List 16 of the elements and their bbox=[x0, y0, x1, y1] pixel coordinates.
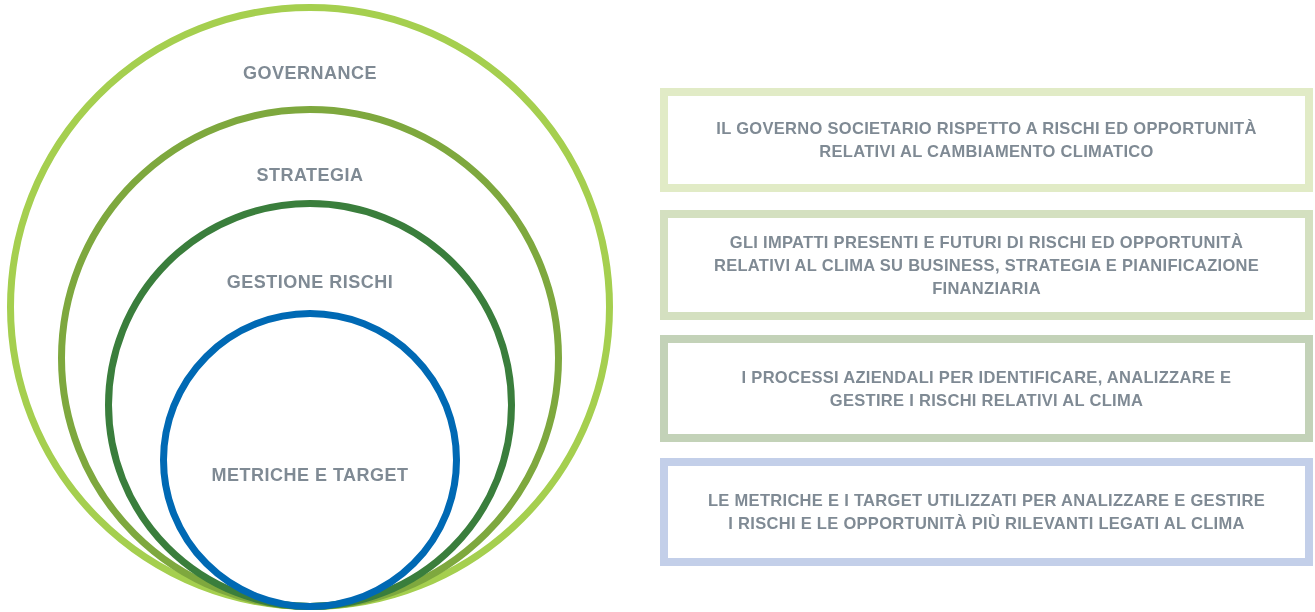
description-text: I PROCESSI AZIENDALI PER IDENTIFICARE, ANALIZZARE E GESTIRE I RISCHI RELATIVI AL CLIMA bbox=[740, 366, 1233, 411]
description-text: IL GOVERNO SOCIETARIO RISPETTO A RISCHI ED OPPORTUNITÀ RELATIVI AL CAMBIAMENTO CLIMATICO bbox=[715, 118, 1258, 162]
ring bbox=[160, 310, 460, 610]
ring bbox=[105, 200, 515, 610]
description-box bbox=[660, 210, 1313, 320]
description-box bbox=[660, 335, 1313, 442]
description-text: GLI IMPATTI PRESENTI E FUTURI DI RISCHI ED OPPORTUNITÀ RELATIVI AL CLIMA SU BUSINESS, STRATEGIA E PIANIFICAZIONE FINANZIARIA bbox=[712, 231, 1261, 299]
ring bbox=[7, 4, 613, 610]
description-text: LE METRICHE E I TARGET UTILIZZATI PER ANALIZZARE E GESTIRE I RISCHI E LE OPPORTUNITÀ PIÙ RILEVANTI LEGATI AL CLIMA bbox=[707, 490, 1266, 534]
ring-label: GOVERNANCE bbox=[242, 63, 378, 84]
ring-label: GESTIONE RISCHI bbox=[225, 272, 395, 293]
ring-label: METRICHE E TARGET bbox=[210, 465, 410, 486]
ring-label: STRATEGIA bbox=[255, 165, 365, 186]
ring bbox=[58, 106, 562, 610]
description-box bbox=[660, 458, 1313, 566]
description-box bbox=[660, 88, 1313, 192]
